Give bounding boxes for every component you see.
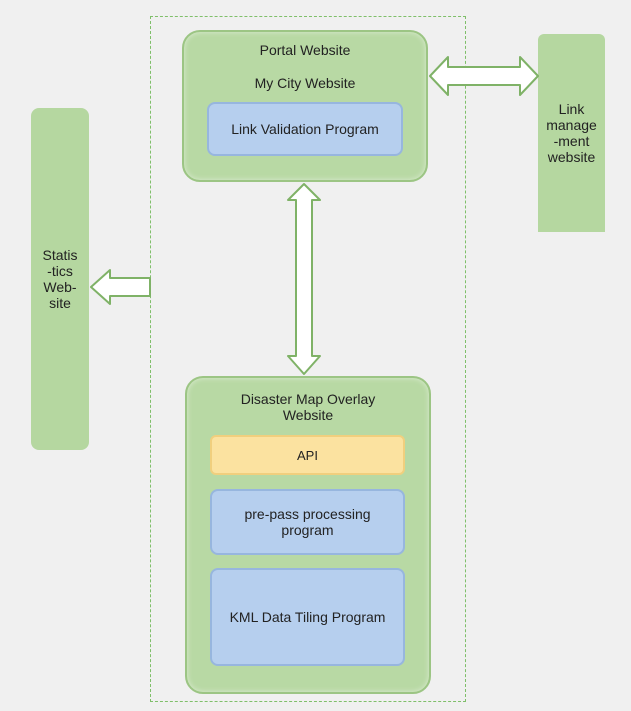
statistics-website: Statis -tics Web- site bbox=[31, 108, 89, 450]
portal-link-mgmt-double-arrow bbox=[429, 56, 539, 96]
pre-pass-label: pre-pass processing program bbox=[244, 506, 371, 538]
pre-pass-processing-program: pre-pass processing program bbox=[210, 489, 405, 555]
kml-label: KML Data Tiling Program bbox=[229, 609, 386, 625]
my-city-website-title: My City Website bbox=[254, 75, 356, 91]
link-validation-program: Link Validation Program bbox=[207, 102, 403, 156]
link-management-website: Link manage -ment website bbox=[538, 34, 605, 232]
link-management-label: Link manage -ment website bbox=[546, 101, 597, 165]
api-label: API bbox=[297, 447, 318, 463]
disaster-map-overlay-title: Disaster Map Overlay Website bbox=[240, 391, 376, 423]
statistics-website-label: Statis -tics Web- site bbox=[42, 247, 78, 311]
boundary-statistics-arrow bbox=[90, 269, 151, 305]
kml-data-tiling-program: KML Data Tiling Program bbox=[210, 568, 405, 666]
portal-disaster-double-arrow bbox=[287, 183, 321, 375]
portal-website-title: Portal Website bbox=[259, 42, 351, 58]
api-box: API bbox=[210, 435, 405, 475]
link-validation-label: Link Validation Program bbox=[231, 121, 379, 137]
system-boundary bbox=[150, 16, 466, 702]
